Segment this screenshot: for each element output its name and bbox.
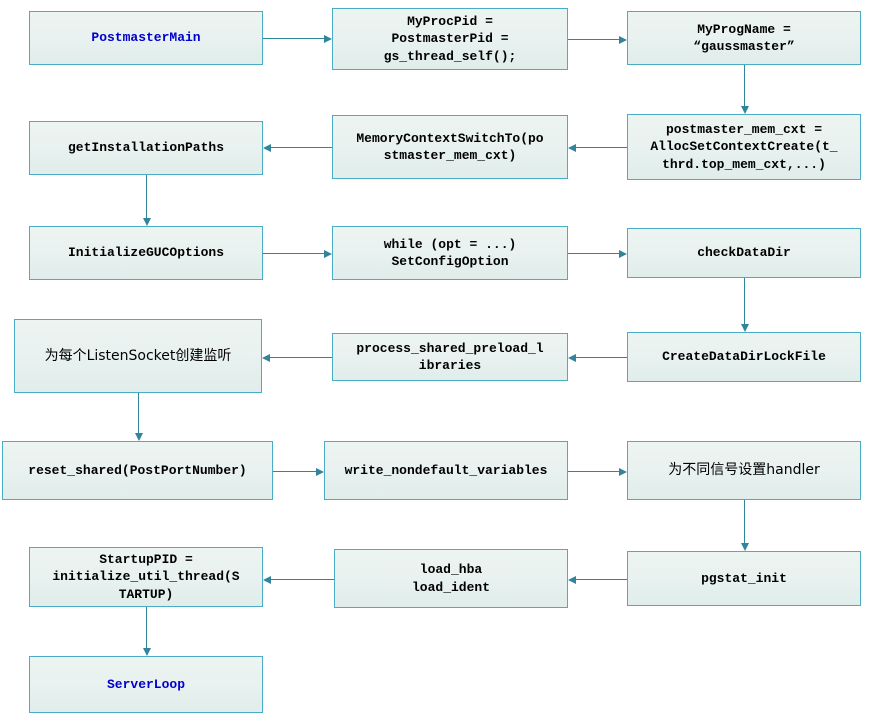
edge-myprogname-to-mem-cxt-create-line bbox=[744, 65, 745, 107]
node-label: reset_shared(PostPortNumber) bbox=[28, 462, 247, 478]
node-label: process_shared_preload_l ibraries bbox=[356, 340, 544, 373]
arrowhead-icon bbox=[324, 250, 332, 258]
node-label: 为不同信号设置handler bbox=[668, 462, 820, 479]
arrowhead-icon bbox=[262, 354, 270, 362]
node-label: 为每个ListenSocket创建监听 bbox=[44, 347, 232, 364]
edge-pgstat-init-to-load-hba-line bbox=[576, 579, 627, 580]
edge-guc-options-to-set-config-loop-line bbox=[263, 253, 325, 254]
edge-handlers-to-pgstat-init-line bbox=[744, 500, 745, 544]
edge-startup-pid-to-server-loop-line bbox=[146, 607, 147, 649]
arrowhead-icon bbox=[619, 36, 627, 44]
node-load-hba-ident[interactable]: load_hba load_ident bbox=[334, 549, 568, 608]
node-create-data-dir-lock-file[interactable]: CreateDataDirLockFile bbox=[627, 332, 861, 382]
edge-set-config-loop-to-check-data-dir-line bbox=[568, 253, 620, 254]
edge-myprocpid-to-myprogname-line bbox=[568, 39, 620, 40]
edge-preload-libraries-to-listen-socket-line bbox=[270, 357, 332, 358]
arrowhead-icon bbox=[143, 648, 151, 656]
node-get-installation-paths[interactable]: getInstallationPaths bbox=[29, 121, 263, 175]
arrowhead-icon bbox=[741, 106, 749, 114]
node-label: PostmasterMain bbox=[91, 30, 201, 46]
edge-listen-socket-to-reset-shared-line bbox=[138, 393, 139, 434]
arrowhead-icon bbox=[619, 468, 627, 476]
edge-load-hba-to-startup-pid-line bbox=[271, 579, 334, 580]
arrowhead-icon bbox=[568, 144, 576, 152]
arrowhead-icon bbox=[135, 433, 143, 441]
node-signal-handlers[interactable]: 为不同信号设置handler bbox=[627, 441, 861, 500]
node-process-shared-preload[interactable]: process_shared_preload_l ibraries bbox=[332, 333, 568, 381]
node-label: postmaster_mem_cxt = AllocSetContextCrea… bbox=[650, 122, 838, 172]
edge-reset-shared-to-write-nondefault-line bbox=[273, 471, 317, 472]
node-postmaster-mem-cxt-create[interactable]: postmaster_mem_cxt = AllocSetContextCrea… bbox=[627, 114, 861, 180]
edge-switch-to-to-installation-paths-line bbox=[271, 147, 332, 148]
node-write-nondefault-variables[interactable]: write_nondefault_variables bbox=[324, 441, 568, 500]
node-startup-pid-init[interactable]: StartupPID = initialize_util_thread(S TA… bbox=[29, 547, 263, 607]
node-label: checkDataDir bbox=[697, 245, 791, 261]
node-myprocpid-assign[interactable]: MyProcPid = PostmasterPid = gs_thread_se… bbox=[332, 8, 568, 70]
arrowhead-icon bbox=[263, 576, 271, 584]
node-set-config-option-loop[interactable]: while (opt = ...) SetConfigOption bbox=[332, 226, 568, 280]
arrowhead-icon bbox=[741, 543, 749, 551]
node-reset-shared[interactable]: reset_shared(PostPortNumber) bbox=[2, 441, 273, 500]
arrowhead-icon bbox=[324, 35, 332, 43]
node-server-loop[interactable]: ServerLoop bbox=[29, 656, 263, 713]
arrowhead-icon bbox=[568, 354, 576, 362]
node-label: MyProcPid = PostmasterPid = gs_thread_se… bbox=[383, 14, 517, 64]
edge-check-data-dir-to-lock-file-line bbox=[744, 278, 745, 325]
node-label: InitializeGUCOptions bbox=[67, 245, 225, 261]
node-label: MyProgName = “gaussmaster” bbox=[693, 21, 795, 54]
arrowhead-icon bbox=[263, 144, 271, 152]
node-create-listen-socket[interactable]: 为每个ListenSocket创建监听 bbox=[14, 319, 262, 393]
node-myprogname-assign[interactable]: MyProgName = “gaussmaster” bbox=[627, 11, 861, 65]
edge-postmaster-main-to-myprocpid-line bbox=[263, 38, 325, 39]
node-label: getInstallationPaths bbox=[67, 140, 225, 156]
node-memory-context-switch-to[interactable]: MemoryContextSwitchTo(po stmaster_mem_cx… bbox=[332, 115, 568, 179]
edge-write-nondefault-to-handlers-line bbox=[568, 471, 620, 472]
arrowhead-icon bbox=[741, 324, 749, 332]
node-check-data-dir[interactable]: checkDataDir bbox=[627, 228, 861, 278]
node-label: write_nondefault_variables bbox=[344, 462, 548, 478]
edge-installation-paths-to-guc-options-line bbox=[146, 175, 147, 219]
node-label: MemoryContextSwitchTo(po stmaster_mem_cx… bbox=[356, 130, 544, 163]
arrowhead-icon bbox=[568, 576, 576, 584]
node-postmaster-main[interactable]: PostmasterMain bbox=[29, 11, 263, 65]
node-label: while (opt = ...) SetConfigOption bbox=[383, 236, 517, 269]
node-label: load_hba load_ident bbox=[411, 562, 490, 595]
arrowhead-icon bbox=[619, 250, 627, 258]
edge-mem-cxt-create-to-switch-to-line bbox=[576, 147, 627, 148]
node-label: CreateDataDirLockFile bbox=[662, 349, 826, 365]
node-label: StartupPID = initialize_util_thread(S TA… bbox=[52, 552, 240, 602]
node-pgstat-init[interactable]: pgstat_init bbox=[627, 551, 861, 606]
edge-lock-file-to-preload-libraries-line bbox=[576, 357, 627, 358]
node-initialize-guc-options[interactable]: InitializeGUCOptions bbox=[29, 226, 263, 280]
node-label: pgstat_init bbox=[701, 570, 787, 586]
arrowhead-icon bbox=[316, 468, 324, 476]
node-label: ServerLoop bbox=[106, 676, 185, 692]
arrowhead-icon bbox=[143, 218, 151, 226]
